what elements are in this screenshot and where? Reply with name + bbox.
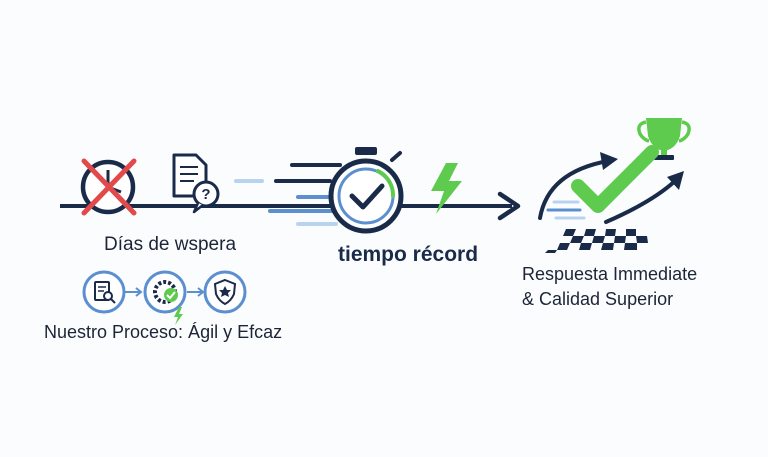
document-question-icon: ?: [172, 153, 220, 214]
result-label-line-2: & Calidad Superior: [522, 289, 674, 309]
speed-lines: [234, 163, 342, 226]
result-label-line-1: Respuesta Immediate: [522, 264, 698, 284]
crossed-clock-icon: [80, 158, 137, 216]
checkmark-icon: [571, 145, 659, 213]
lightning-icon: [431, 163, 462, 214]
result-speed-lines: [546, 200, 586, 220]
waiting-days-label: Días de wspera: [104, 234, 237, 255]
trophy-icon: [637, 118, 691, 160]
finish-flag-icon: [545, 229, 648, 253]
stopwatch-check-icon: [328, 147, 404, 234]
timeline-arrow: [60, 191, 521, 221]
svg-text:?: ?: [201, 186, 210, 203]
magnifier-document-icon: [82, 270, 126, 314]
swoosh-arrows: [538, 152, 684, 224]
process-row-arrows: [125, 287, 205, 297]
process-label: Nuestro Proceso: Ágil y Efcaz: [44, 322, 283, 342]
gear-check-icon: [143, 270, 187, 314]
lightning-small-icon: [174, 307, 183, 325]
shield-star-icon: [203, 270, 247, 314]
record-time-label: tiempo récord: [338, 243, 479, 266]
